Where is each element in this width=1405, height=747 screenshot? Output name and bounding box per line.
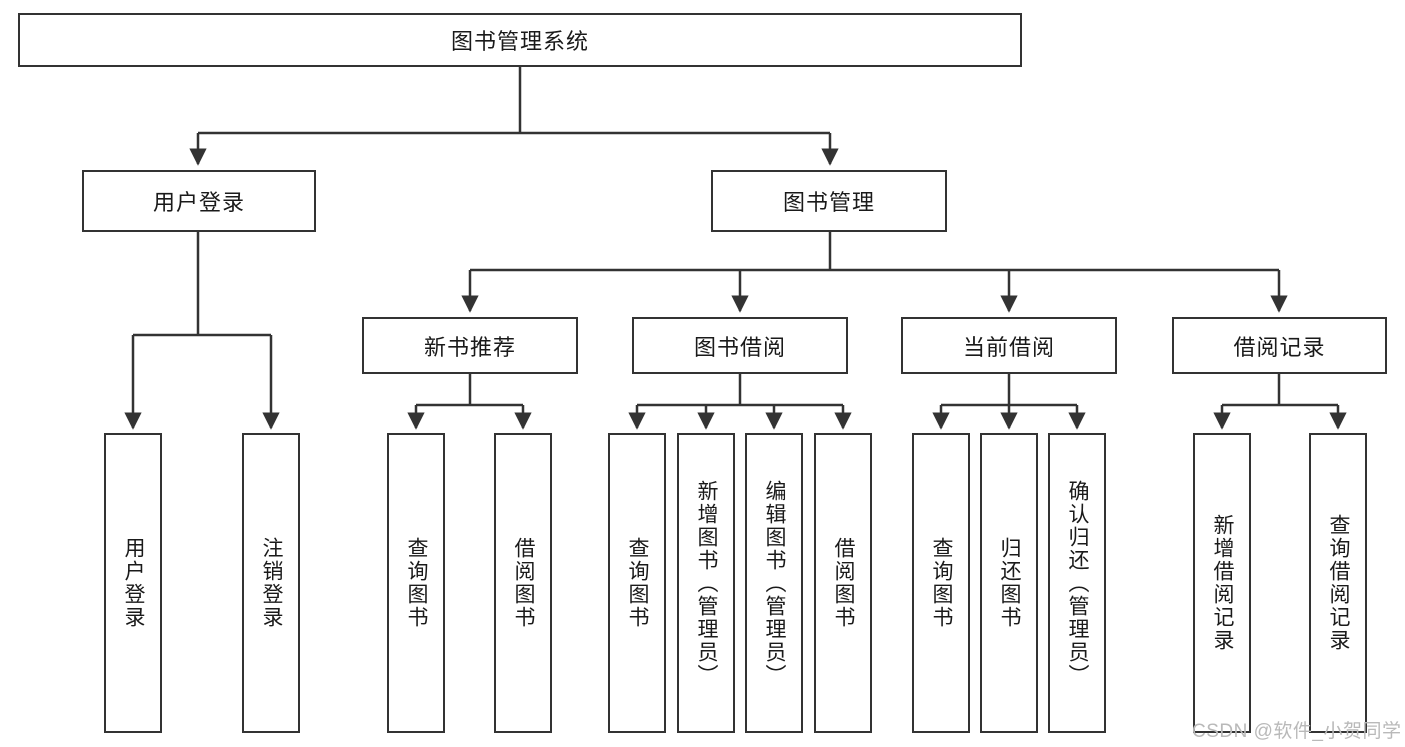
node-book-borrow[interactable]: 图书借阅 [632,317,848,374]
leaf-user-login-label: 用户登录 [122,537,146,629]
leaf-current-confirm-return[interactable]: 确认归还（管理员） [1048,433,1106,733]
leaf-records-add-record[interactable]: 新增借阅记录 [1193,433,1251,733]
node-book-management-label: 图书管理 [782,190,875,215]
leaf-user-login[interactable]: 用户登录 [104,433,162,733]
leaf-newbook-borrow-book[interactable]: 借阅图书 [494,433,552,733]
leaf-records-query-record[interactable]: 查询借阅记录 [1309,433,1367,733]
node-root-label: 图书管理系统 [450,29,589,54]
node-book-management[interactable]: 图书管理 [711,170,947,232]
leaf-records-add-record-label: 新增借阅记录 [1211,514,1235,652]
leaf-current-return-book[interactable]: 归还图书 [980,433,1038,733]
leaf-current-query-book[interactable]: 查询图书 [912,433,970,733]
leaf-newbook-query-book-label: 查询图书 [405,537,429,629]
leaf-borrow-add-book[interactable]: 新增图书（管理员） [677,433,735,733]
node-user-login[interactable]: 用户登录 [82,170,316,232]
node-root[interactable]: 图书管理系统 [18,13,1022,67]
leaf-borrow-lend-book-label: 借阅图书 [832,537,856,629]
leaf-newbook-borrow-book-label: 借阅图书 [512,537,536,629]
node-new-book-recommend[interactable]: 新书推荐 [362,317,578,374]
leaf-borrow-lend-book[interactable]: 借阅图书 [814,433,872,733]
node-current-borrow[interactable]: 当前借阅 [901,317,1117,374]
leaf-borrow-edit-book-label: 编辑图书（管理员） [763,479,787,687]
node-book-borrow-label: 图书借阅 [693,334,786,360]
leaf-records-query-record-label: 查询借阅记录 [1327,514,1351,652]
node-new-book-recommend-label: 新书推荐 [423,334,516,360]
leaf-borrow-query-book[interactable]: 查询图书 [608,433,666,733]
node-borrow-records[interactable]: 借阅记录 [1172,317,1387,374]
leaf-user-logout-label: 注销登录 [260,537,284,629]
leaf-borrow-add-book-label: 新增图书（管理员） [695,479,719,687]
leaf-borrow-edit-book[interactable]: 编辑图书（管理员） [745,433,803,733]
leaf-current-confirm-return-label: 确认归还（管理员） [1066,479,1090,687]
csdn-watermark: CSDN @软件_小贺同学 [1192,721,1402,742]
leaf-borrow-query-book-label: 查询图书 [626,537,650,629]
node-current-borrow-label: 当前借阅 [962,334,1055,360]
leaf-user-logout[interactable]: 注销登录 [242,433,300,733]
node-borrow-records-label: 借阅记录 [1233,334,1326,360]
leaf-current-return-book-label: 归还图书 [998,537,1022,629]
leaf-current-query-book-label: 查询图书 [930,537,954,629]
node-user-login-label: 用户登录 [152,190,245,215]
leaf-newbook-query-book[interactable]: 查询图书 [387,433,445,733]
